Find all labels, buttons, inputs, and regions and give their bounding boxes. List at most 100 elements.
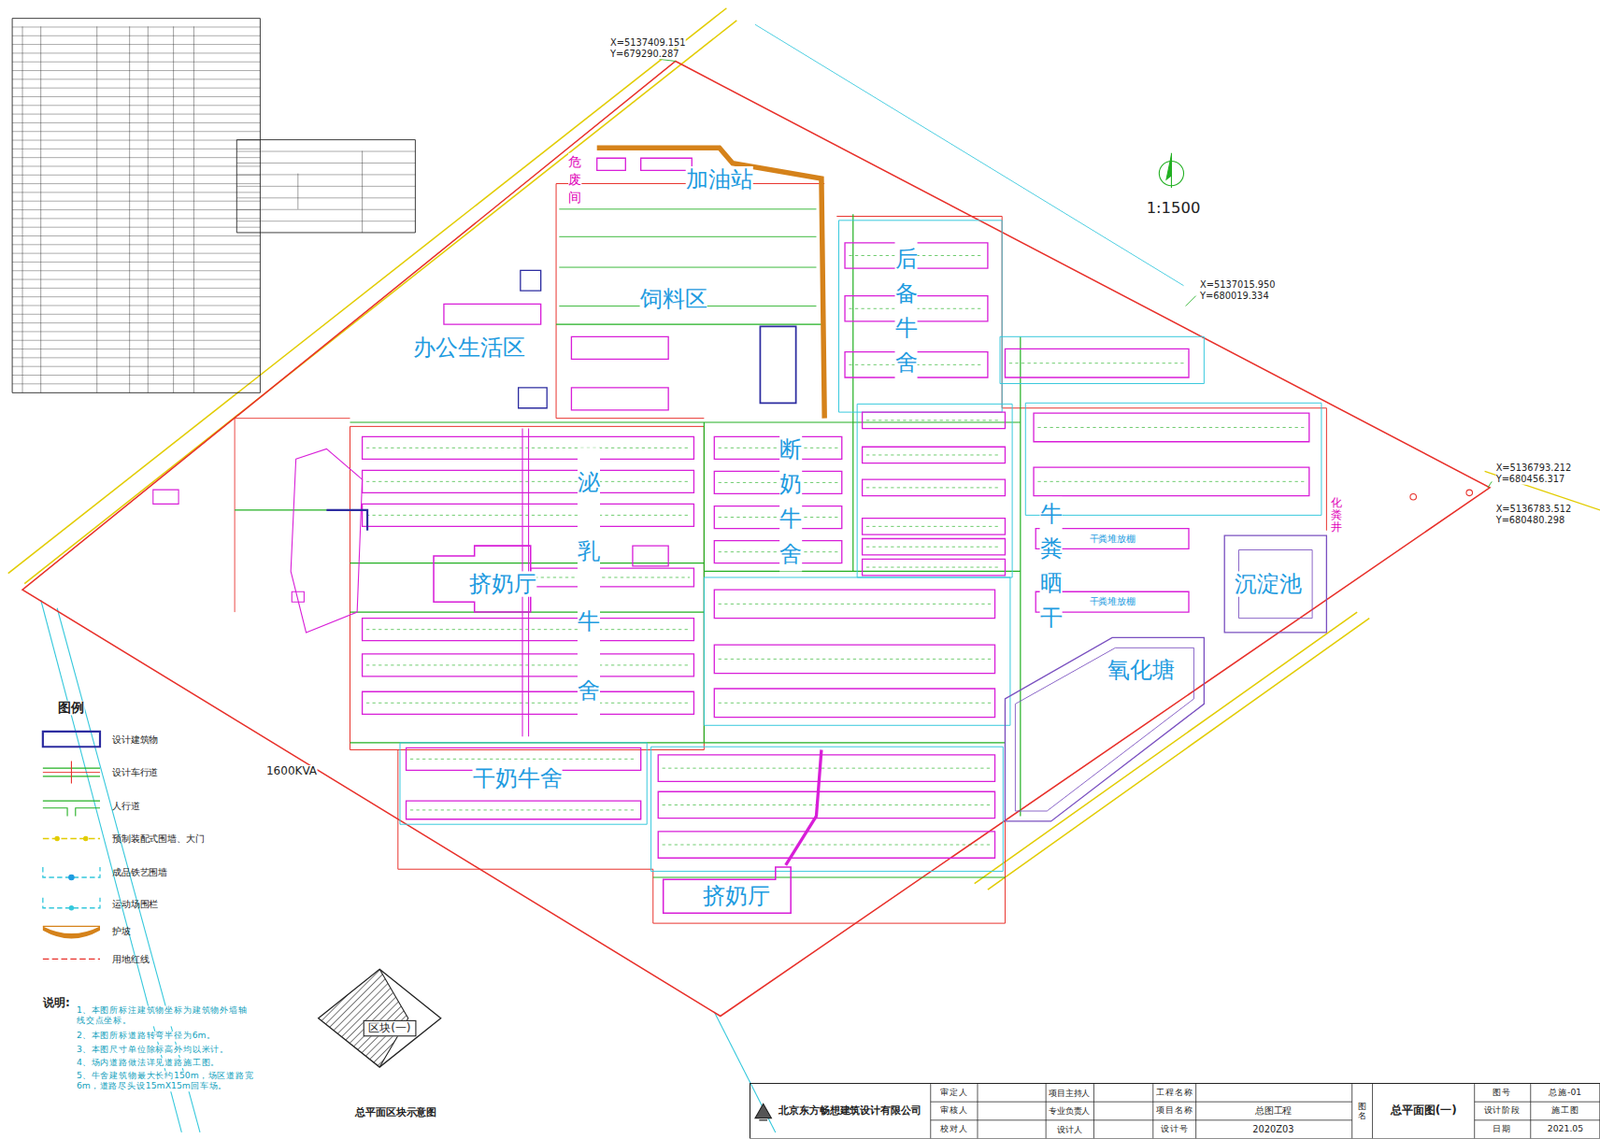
note-text: 4、场内道路做法详见道路施工图。 bbox=[76, 1057, 256, 1069]
notes-heading: 说明: bbox=[42, 996, 71, 1010]
feed-shed bbox=[571, 387, 669, 411]
note-text: 1、本图所标注建筑物坐标为建筑物外墙轴线交点坐标。 bbox=[76, 1006, 256, 1027]
region-name: 后备牛舍 bbox=[895, 242, 918, 382]
note-text: 3、本图尺寸单位除标高外均以米计。 bbox=[76, 1044, 256, 1056]
oxidation-pond-inner bbox=[1014, 647, 1194, 812]
drawing-title: 总平面图(一) bbox=[1390, 1104, 1458, 1118]
barn-feed-line bbox=[866, 486, 1001, 488]
table-rule bbox=[12, 209, 260, 211]
title-rule bbox=[1045, 1084, 1047, 1139]
block-box: 区块(一) bbox=[363, 1019, 416, 1037]
road-line bbox=[653, 876, 1006, 878]
zone-label: 后备牛舍 bbox=[895, 242, 918, 382]
scale-label: 1:1500 bbox=[1146, 199, 1201, 217]
title-cell: 日期 bbox=[1492, 1124, 1512, 1135]
transformer-label: 1600KVA bbox=[266, 764, 317, 778]
legend-sample bbox=[69, 874, 74, 880]
road-edge bbox=[974, 612, 1358, 884]
legend-entry: 用地红线 bbox=[112, 954, 149, 965]
company-logo bbox=[758, 1119, 768, 1121]
note-text: 2、本图所标道路转弯半径为6m。 bbox=[76, 1031, 256, 1043]
leader-line bbox=[1487, 481, 1492, 488]
table-rule bbox=[12, 296, 260, 298]
table-rule bbox=[12, 43, 260, 45]
feed-lane bbox=[558, 208, 816, 210]
table-rule bbox=[22, 26, 24, 393]
table-rule bbox=[361, 151, 363, 233]
coordinate-label: Y=680456.317 bbox=[1496, 474, 1566, 486]
note-text: 4、场内道路做法详见道路施工图。 bbox=[76, 1057, 256, 1069]
table-rule bbox=[12, 235, 260, 237]
table-rule bbox=[12, 70, 260, 72]
internal-road-edge bbox=[234, 418, 236, 613]
barn-building bbox=[714, 471, 842, 494]
barn-feed-line bbox=[410, 758, 637, 760]
table-rule bbox=[12, 114, 260, 115]
coordinate-label: Y=680456.317 bbox=[1496, 474, 1566, 486]
barn-feed-line bbox=[1037, 481, 1305, 483]
title-cell: 项目主持人 bbox=[1048, 1087, 1090, 1098]
title-cell: 专业负责人 bbox=[1048, 1106, 1090, 1116]
title-cell: 项目名称 bbox=[1156, 1106, 1193, 1117]
table-rule bbox=[12, 52, 260, 54]
table-rule bbox=[12, 374, 260, 376]
table-rule bbox=[12, 261, 260, 263]
table-rule bbox=[12, 330, 260, 332]
title-cell: 日期 bbox=[1492, 1124, 1512, 1135]
cow-passage bbox=[785, 749, 822, 865]
barn-building bbox=[862, 558, 1006, 575]
barn-feed-line bbox=[866, 546, 1001, 548]
legend-sample bbox=[42, 926, 100, 939]
legend-sample bbox=[42, 731, 100, 747]
barn-feed-line bbox=[718, 658, 992, 660]
title-rule bbox=[976, 1084, 978, 1139]
coordinate-label: Y=679290.287 bbox=[610, 48, 680, 59]
legend-sample bbox=[42, 808, 68, 817]
barn-feed-line bbox=[410, 809, 637, 811]
company-logo bbox=[755, 1103, 772, 1118]
pipe-line bbox=[755, 24, 1185, 286]
barn-building bbox=[530, 568, 695, 587]
gate-house bbox=[153, 489, 179, 504]
barn-feed-line bbox=[866, 454, 1001, 456]
yard-fence bbox=[703, 577, 1011, 726]
title-rule bbox=[1529, 1084, 1531, 1139]
barn-feed-line bbox=[718, 482, 839, 484]
table-rule bbox=[12, 227, 260, 229]
region-name: 化粪井 bbox=[1330, 497, 1343, 535]
title-cell: 图号 bbox=[1492, 1087, 1512, 1099]
milking-parlor bbox=[663, 867, 791, 914]
barn-feed-line bbox=[718, 516, 839, 518]
barn-feed-line bbox=[534, 576, 690, 578]
barn-building bbox=[1004, 348, 1189, 378]
table-rule bbox=[40, 26, 42, 393]
title-cell: 施工图 bbox=[1551, 1106, 1579, 1117]
table-rule bbox=[236, 151, 415, 153]
legend-text: 运动场围栏 bbox=[112, 899, 158, 910]
legend-sample bbox=[71, 761, 72, 785]
title-cell: 图名 bbox=[1357, 1101, 1367, 1121]
road-line bbox=[556, 324, 822, 326]
title-cell: 审核人 bbox=[940, 1106, 968, 1117]
shed-label: 干粪堆放棚 bbox=[1089, 597, 1136, 608]
title-cell: 图号 bbox=[1492, 1087, 1512, 1099]
leader-line bbox=[1185, 296, 1197, 307]
yard-fence bbox=[1025, 402, 1322, 515]
table-rule bbox=[12, 104, 260, 106]
title-rule bbox=[1474, 1119, 1600, 1121]
table-rule bbox=[12, 304, 260, 306]
title-cell: 施工图 bbox=[1551, 1106, 1579, 1117]
table-rule bbox=[12, 348, 260, 350]
table-rule bbox=[12, 279, 260, 281]
title-rule bbox=[1473, 1084, 1475, 1139]
block-outline bbox=[379, 969, 409, 1068]
table-rule bbox=[12, 253, 260, 255]
internal-road-edge bbox=[398, 703, 1006, 924]
coordinate-label: X=5137409.151 bbox=[610, 37, 686, 48]
region-name: 干奶牛舍 bbox=[472, 764, 563, 791]
yard-fence bbox=[857, 403, 1013, 578]
oxidation-pond bbox=[1004, 637, 1204, 822]
small-building bbox=[632, 545, 669, 567]
coordinate-label: X=5136783.512 bbox=[1496, 503, 1572, 515]
barn-building bbox=[862, 412, 1006, 429]
